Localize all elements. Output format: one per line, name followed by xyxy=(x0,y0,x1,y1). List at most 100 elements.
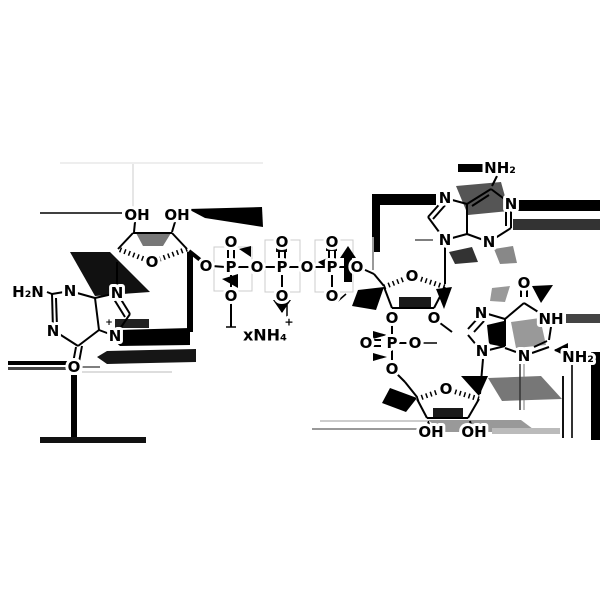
bond xyxy=(445,386,480,402)
artifact-blob xyxy=(318,257,330,271)
artifact-blob xyxy=(188,207,263,227)
artifact-blob xyxy=(8,361,68,365)
artifact-blob xyxy=(591,352,600,440)
atom-label: O xyxy=(386,309,399,327)
bond xyxy=(444,233,468,241)
artifact-blob xyxy=(326,246,337,251)
atom-label: + xyxy=(105,318,113,328)
atom-label: H₂N xyxy=(12,283,44,301)
atom-label: NH₂ xyxy=(484,159,516,177)
atom-label: NH₂ xyxy=(562,348,594,366)
artifact-blob xyxy=(511,318,546,348)
artifact-blob xyxy=(70,252,150,296)
artifact-blob xyxy=(136,233,171,246)
bond xyxy=(187,249,206,265)
bond xyxy=(94,292,118,299)
artifact-blob xyxy=(513,219,600,230)
atom-label: N xyxy=(64,282,77,300)
artifact-blob xyxy=(494,246,517,264)
bond xyxy=(427,197,446,218)
artifact-blob xyxy=(490,286,510,302)
atom-label: N xyxy=(518,347,531,365)
artifact-blob xyxy=(40,437,146,443)
bond xyxy=(72,346,77,364)
atom-label: O xyxy=(518,274,531,292)
bond xyxy=(46,291,53,295)
artifact-blob xyxy=(436,287,452,309)
bond xyxy=(111,295,126,318)
bond xyxy=(490,188,512,205)
bond xyxy=(466,233,490,243)
bond xyxy=(117,232,134,250)
artifact-blob xyxy=(352,287,384,310)
artifact-blob xyxy=(532,285,553,303)
atom-label: O xyxy=(440,380,453,398)
artifact-blob xyxy=(487,321,504,347)
bond xyxy=(416,398,428,419)
artifact-blob xyxy=(458,164,486,172)
atom-label: N xyxy=(111,284,124,302)
artifact-blob xyxy=(340,246,356,258)
atom-label: P xyxy=(226,258,237,276)
bond xyxy=(473,320,485,333)
bond xyxy=(488,345,506,351)
bond xyxy=(548,326,552,341)
atom-label: N xyxy=(505,195,518,213)
atom-label: xNH₄ xyxy=(243,326,287,345)
atom-label: O xyxy=(276,287,289,305)
bond xyxy=(467,334,479,348)
bond xyxy=(488,227,512,243)
atom-label: O xyxy=(386,360,399,378)
artifact-blob xyxy=(433,408,463,419)
atom-label: O xyxy=(225,287,238,305)
bond xyxy=(171,232,188,250)
atom-label: O xyxy=(428,309,441,327)
bond xyxy=(337,293,347,302)
bond xyxy=(531,346,550,354)
atom-label: O xyxy=(326,233,339,251)
bond xyxy=(51,293,54,331)
atom-label: O xyxy=(351,258,364,276)
bond xyxy=(427,216,446,241)
atom-label: OH xyxy=(418,423,443,441)
bond-lines xyxy=(40,162,573,438)
bond xyxy=(533,340,548,348)
bond xyxy=(404,381,418,398)
bond xyxy=(466,188,492,205)
bond xyxy=(411,273,446,290)
bond xyxy=(467,398,480,419)
bond xyxy=(416,386,447,402)
bond xyxy=(98,329,116,337)
bond xyxy=(55,297,58,328)
artifact-blob xyxy=(115,319,149,328)
artifact-blob xyxy=(110,328,190,346)
bond xyxy=(362,268,375,275)
bond xyxy=(491,175,498,187)
atom-label: O xyxy=(251,258,264,276)
bond xyxy=(523,302,544,316)
bond xyxy=(504,302,525,320)
bond xyxy=(433,286,446,309)
artifact-blob xyxy=(399,297,431,309)
outline-box xyxy=(213,246,253,292)
artifact-blob xyxy=(71,375,77,437)
bond xyxy=(479,358,484,395)
artifact-blob xyxy=(516,200,600,211)
atom-label: N xyxy=(47,322,60,340)
bond xyxy=(471,194,490,207)
bond xyxy=(427,420,430,426)
atom-label: N xyxy=(483,233,496,251)
bond xyxy=(383,286,393,309)
atom-label: O xyxy=(326,287,339,305)
atom-label: N xyxy=(109,327,122,345)
bond xyxy=(554,349,567,355)
artifact-blob xyxy=(372,194,436,205)
atom-label: O xyxy=(301,258,314,276)
atom-label: O xyxy=(360,334,373,352)
bond xyxy=(52,329,79,347)
bond xyxy=(117,246,153,265)
artifact-blob xyxy=(239,246,251,257)
atom-label: O xyxy=(276,233,289,251)
